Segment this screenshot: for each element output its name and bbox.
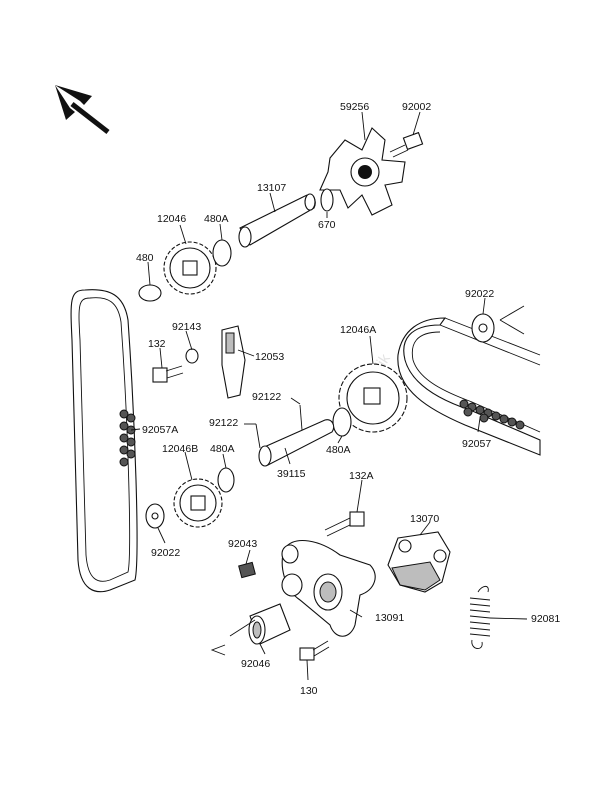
shaft-13107 — [238, 193, 316, 248]
label-12046: 12046 — [157, 213, 186, 225]
star-roller-59256 — [319, 127, 406, 216]
chain-links-92057A — [119, 409, 136, 467]
label-480: 480 — [136, 252, 154, 264]
label-12046A: 12046A — [340, 324, 376, 336]
label-92081: 92081 — [531, 613, 560, 625]
sprocket-12046B — [173, 478, 223, 528]
label-92022-right: 92022 — [465, 288, 494, 300]
right-drive-chain — [397, 317, 541, 456]
circlip-480A-top — [212, 239, 232, 267]
label-12046B: 12046B — [162, 443, 198, 455]
pin-92043 — [238, 561, 256, 579]
chain-links-92057 — [459, 399, 525, 430]
guide-13070 — [387, 531, 451, 593]
bearing-92046 — [248, 603, 291, 645]
ring-670 — [320, 188, 334, 212]
label-670: 670 — [318, 219, 336, 231]
label-92046: 92046 — [241, 658, 270, 670]
left-drive-chain — [70, 289, 138, 593]
label-130: 130 — [300, 685, 318, 697]
label-39115: 39115 — [277, 468, 306, 480]
label-92143: 92143 — [172, 321, 201, 333]
bolt-132 — [152, 365, 184, 383]
tensioner-arm-13091 — [281, 540, 376, 637]
label-92022-left: 92022 — [151, 547, 180, 559]
bolt-130 — [299, 640, 330, 661]
pointer-arrows — [210, 305, 525, 656]
label-132A: 132A — [349, 470, 374, 482]
label-480A-left: 480A — [210, 443, 235, 455]
label-480A-right: 480A — [326, 444, 351, 456]
bolt-92002 — [389, 131, 424, 158]
sprocket-12046 — [163, 241, 217, 295]
part-labels: 59256 92002 13107 12046 480A 670 480 921… — [136, 101, 560, 697]
label-132: 132 — [148, 338, 166, 350]
circlip-480A-left — [217, 467, 235, 493]
label-13107: 13107 — [257, 182, 286, 194]
label-59256: 59256 — [340, 101, 369, 113]
direction-arrow-icon — [55, 85, 110, 134]
label-92057: 92057 — [462, 438, 491, 450]
label-92043: 92043 — [228, 538, 257, 550]
bolt-132A — [324, 511, 365, 537]
spring-92081 — [469, 585, 491, 649]
label-92122-a: 92122 — [252, 391, 281, 403]
guide-12053 — [221, 325, 246, 399]
collar-92143 — [185, 348, 199, 364]
label-92002: 92002 — [402, 101, 431, 113]
leader-lines — [130, 111, 528, 681]
circlip-480A-right — [332, 407, 352, 437]
label-92057A: 92057A — [142, 424, 178, 436]
label-480A-top: 480A — [204, 213, 229, 225]
circlip-480 — [138, 284, 162, 302]
label-13070: 13070 — [410, 513, 439, 525]
label-92122-b: 92122 — [209, 417, 238, 429]
label-13091: 13091 — [375, 612, 404, 624]
shaft-39115 — [255, 404, 335, 467]
sprocket-12046A — [338, 363, 408, 433]
label-12053: 12053 — [255, 351, 284, 363]
